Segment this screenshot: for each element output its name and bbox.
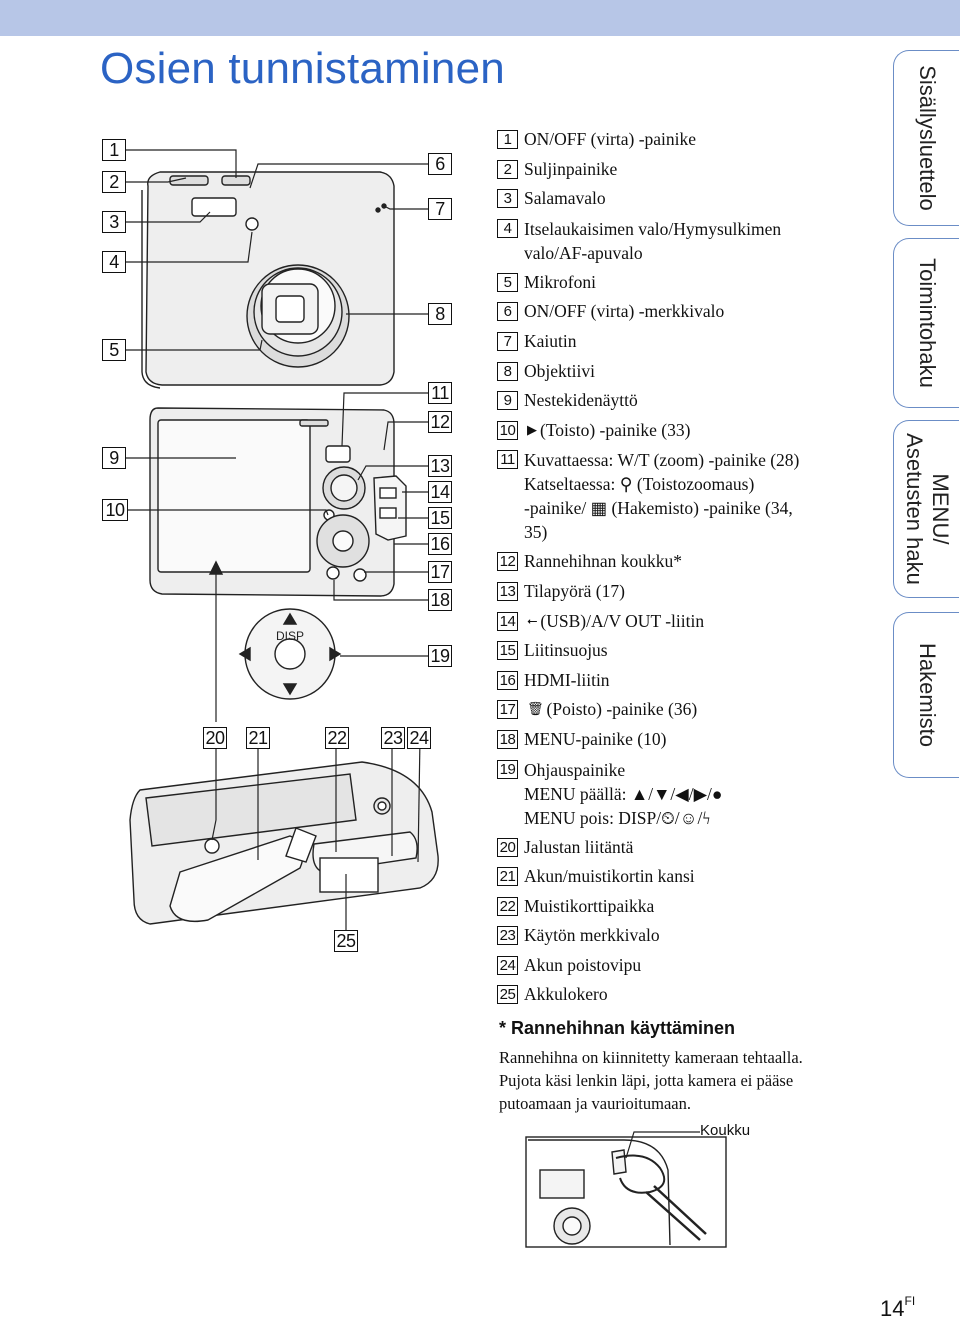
fig-label-3: 3 xyxy=(102,211,126,233)
fig-label-24: 24 xyxy=(407,727,431,749)
fig-label-23: 23 xyxy=(381,727,405,749)
fig-label-2: 2 xyxy=(102,171,126,193)
fig-label-17: 17 xyxy=(428,561,452,583)
fig-label-11: 11 xyxy=(428,382,452,404)
page-lang: FI xyxy=(904,1294,916,1308)
usb-icon: ⭠ xyxy=(527,613,538,629)
list-item: 14⭠(USB)/A/V OUT -liitin xyxy=(497,607,887,637)
list-item: 17🗑(Poisto) -painike (36) xyxy=(497,695,887,725)
fig-label-4: 4 xyxy=(102,251,126,273)
fig-label-6: 6 xyxy=(428,153,452,175)
strap-note-body: Rannehihna on kiinnitetty kameraan tehta… xyxy=(499,1048,803,1113)
fig-label-14: 14 xyxy=(428,481,452,503)
fig-label-15: 15 xyxy=(428,507,452,529)
fig-label-7: 7 xyxy=(428,198,452,220)
fig-label-10: 10 xyxy=(102,499,128,521)
page-title: Osien tunnistaminen xyxy=(100,44,505,93)
fig-label-9: 9 xyxy=(102,447,126,469)
top-bar xyxy=(0,0,960,36)
disp-label: DISP xyxy=(276,629,304,643)
tab-index[interactable]: Hakemisto xyxy=(893,612,959,778)
fig-label-5: 5 xyxy=(102,339,126,361)
fig-label-16: 16 xyxy=(428,533,452,555)
fig-label-22: 22 xyxy=(325,727,349,749)
page-number: 14FI xyxy=(880,1294,916,1321)
fig-label-8: 8 xyxy=(428,303,452,325)
tab-menu-settings-search[interactable]: MENU/ Asetusten haku xyxy=(893,420,959,598)
strap-note-title: * Rannehihnan käyttäminen xyxy=(499,1018,736,1038)
trash-icon: 🗑 xyxy=(527,702,544,718)
fig-label-20: 20 xyxy=(203,727,227,749)
fig-label-1: 1 xyxy=(102,139,126,161)
list-item: 10▶(Toisto) -painike (33) xyxy=(497,416,887,446)
fig-label-13: 13 xyxy=(428,455,452,477)
tab-function-search[interactable]: Toimintohaku xyxy=(893,238,959,408)
fig-label-18: 18 xyxy=(428,589,452,611)
hook-callout-label: Koukku xyxy=(700,1122,751,1139)
fig-label-21: 21 xyxy=(246,727,270,749)
tab-table-of-contents[interactable]: Sisällysluettelo xyxy=(893,50,959,226)
fig-label-25: 25 xyxy=(334,930,358,952)
play-icon: ▶ xyxy=(527,422,537,438)
fig-label-19: 19 xyxy=(428,645,452,667)
fig-label-12: 12 xyxy=(428,411,452,433)
